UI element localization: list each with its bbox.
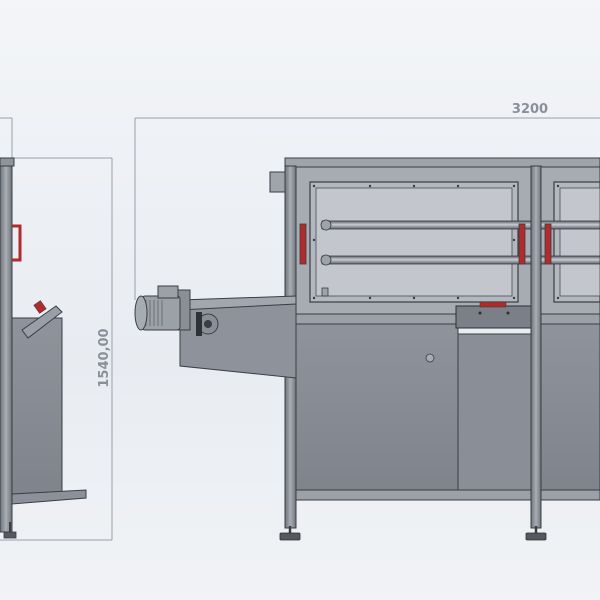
motor-end-cap — [134, 295, 148, 331]
foot-left — [279, 532, 301, 541]
side-red-handle — [12, 224, 22, 262]
motor-terminal-box — [157, 285, 179, 299]
bottom-beam — [284, 489, 600, 501]
roller-stop — [321, 287, 329, 297]
front-view — [134, 157, 600, 541]
top-rail-bracket — [269, 171, 287, 193]
gearbox-shaft — [204, 320, 212, 328]
infeed-chute — [179, 299, 297, 379]
gearbox-clamp — [196, 312, 202, 336]
control-box-screw-left — [478, 311, 482, 315]
side-frame-post — [0, 159, 13, 533]
inspection-window-1-glass — [315, 187, 513, 297]
red-latch-center — [518, 223, 526, 265]
cabinet-lock — [425, 353, 435, 363]
mid-beam — [284, 313, 600, 325]
lower-cabinet-door — [457, 333, 533, 493]
dimension-annotations — [0, 117, 600, 541]
motor-body — [141, 295, 181, 331]
lower-cabinet-panel-left — [295, 323, 459, 493]
frame-post-center — [530, 165, 542, 529]
side-view — [0, 157, 87, 539]
side-hopper-handle — [33, 300, 47, 314]
upper-roller-end — [320, 219, 332, 231]
side-bottom-tray — [11, 489, 87, 505]
control-box-red-top — [479, 301, 507, 308]
lower-cabinet-panel-right — [540, 323, 600, 493]
control-box — [455, 305, 533, 329]
inspection-window-2-glass — [559, 187, 600, 297]
red-latch-right — [544, 223, 552, 265]
side-frame-top-cap — [0, 157, 15, 167]
lower-roller-tube — [321, 255, 600, 265]
side-foot — [3, 531, 17, 539]
control-box-screw-right — [506, 311, 510, 315]
side-hopper-lid — [21, 305, 63, 339]
side-cabinet-panel — [11, 317, 63, 497]
window-screws — [312, 184, 560, 300]
red-latch-left — [299, 223, 307, 265]
foot-center — [525, 532, 547, 541]
upper-roller-tube — [321, 220, 600, 230]
lower-roller-end — [320, 254, 332, 266]
top-rail — [284, 157, 600, 168]
height-dimension-label: 1540,00 — [97, 328, 112, 387]
length-dimension-label: 3200 — [512, 102, 548, 117]
